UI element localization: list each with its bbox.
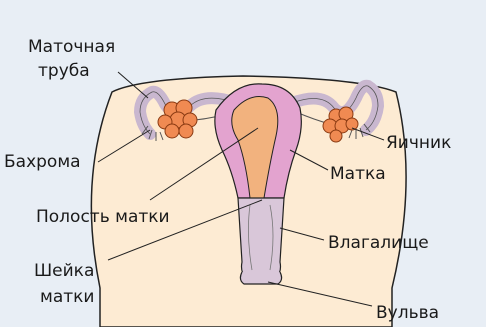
vulva <box>240 272 281 284</box>
label-uterine-cavity: Полость матки <box>36 207 170 227</box>
label-vagina: Влагалище <box>328 233 429 253</box>
label-vulva: Вульва <box>376 303 439 323</box>
label-fallopian-tube-line2: труба <box>38 61 90 81</box>
label-fimbriae: Бахрома <box>4 152 81 172</box>
vagina <box>238 198 284 278</box>
label-ovary: Яичник <box>386 133 451 153</box>
label-cervix-line1: Шейка <box>34 261 94 281</box>
label-uterus: Матка <box>330 164 386 184</box>
label-cervix-line2: матки <box>40 287 94 307</box>
label-fallopian-tube-line1: Маточная <box>28 37 115 57</box>
